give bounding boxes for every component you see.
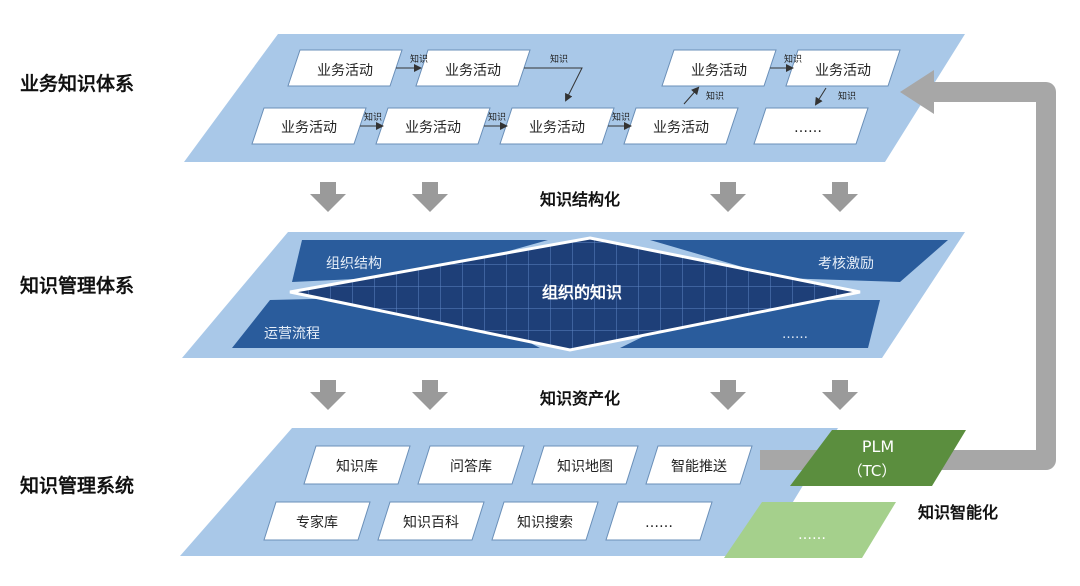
transition-assetization: 知识资产化 [540,389,620,408]
activity-more: …… [794,120,822,136]
module-smart-push: 智能推送 [671,459,727,475]
quadrant-org-structure [292,240,548,282]
module-knowledge-search: 知识搜索 [517,514,573,531]
activity-label: 业务活动 [405,120,461,136]
module-qa-base: 问答库 [450,458,492,475]
feedback-loop-arrowhead [900,70,934,114]
quadrant-assessment [650,240,948,282]
svg-text:知识: 知识 [612,111,630,123]
activity-label: 业务活动 [691,63,747,79]
svg-text:知识: 知识 [784,53,802,65]
layer-label-management: 知识管理体系 [20,274,134,297]
module-knowledge-base: 知识库 [336,458,378,475]
down-arrows-structuring [310,182,858,212]
module-encyclopedia: 知识百科 [403,514,459,531]
activity-label: 业务活动 [317,63,373,79]
quadrant-more [620,300,880,348]
plm-block [790,430,966,486]
knowledge-link-labels: 知识 知识 知识 知识 知识 知识 知识 知识 [364,53,856,123]
label-center-knowledge: 组织的知识 [542,283,622,302]
svg-text:知识: 知识 [838,90,856,102]
green-more-label: …… [798,527,826,543]
module-expert-base: 专家库 [296,514,338,531]
module-knowledge-map: 知识地图 [557,458,613,475]
tc-label: （TC） [848,462,897,480]
business-activities: 业务活动 业务活动 业务活动 业务活动 业务活动 业务活动 业务活动 业务活动 … [251,49,901,145]
plm-label: PLM [862,437,894,456]
svg-text:知识: 知识 [550,53,568,65]
system-modules: 知识库 问答库 知识地图 智能推送 专家库 知识百科 知识搜索 …… [263,445,753,541]
module-more: …… [645,515,673,531]
knowledge-links [360,64,827,130]
activity-label: 业务活动 [445,63,501,79]
layer-label-system: 知识管理系统 [20,474,134,497]
label-org-structure: 组织结构 [326,256,382,272]
green-more-block [724,502,896,558]
label-operations: 运营流程 [264,326,320,342]
activity-label: 业务活动 [529,120,585,136]
center-diamond [289,236,861,352]
activity-label: 业务活动 [281,120,337,136]
down-arrows-assetization [310,380,858,410]
activity-label: 业务活动 [653,120,709,136]
svg-text:知识: 知识 [364,111,382,123]
transition-intelligence: 知识智能化 [918,503,998,522]
transition-structuring: 知识结构化 [540,190,620,209]
label-assessment: 考核激励 [818,255,874,272]
svg-text:知识: 知识 [706,90,724,102]
activity-label: 业务活动 [815,63,871,79]
svg-text:知识: 知识 [488,111,506,123]
layer-label-business: 业务知识体系 [20,72,134,95]
svg-text:知识: 知识 [410,53,428,65]
label-management-more: …… [782,327,808,342]
